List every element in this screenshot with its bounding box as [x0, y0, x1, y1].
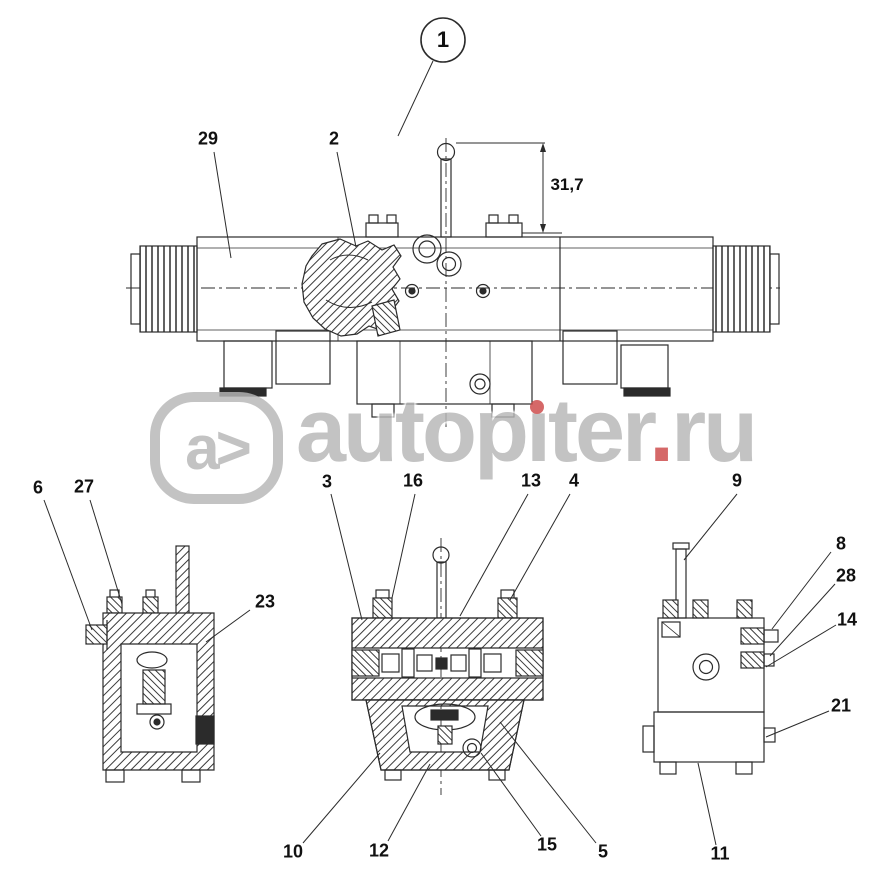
callout-3: 3 — [321, 471, 333, 492]
callout-29: 29 — [197, 128, 219, 149]
callout-11: 11 — [710, 843, 730, 864]
right-section-drawing — [642, 542, 779, 775]
middle-section-drawing — [351, 538, 544, 795]
callout-14: 14 — [836, 609, 858, 630]
callout-15: 15 — [536, 834, 558, 855]
callout-28: 28 — [835, 565, 857, 586]
figure-balloon — [397, 17, 466, 137]
callout-9: 9 — [731, 470, 743, 491]
callout-4: 4 — [568, 470, 580, 491]
callout-5: 5 — [597, 841, 609, 862]
leader-lines — [43, 151, 837, 846]
left-section-drawing — [85, 545, 215, 783]
main-assembly-drawing — [126, 138, 780, 428]
dimension-label: 31,7 — [550, 175, 584, 194]
callout-13: 13 — [520, 470, 542, 491]
callout-10: 10 — [282, 841, 304, 862]
figure-number: 1 — [436, 27, 450, 52]
callout-21: 21 — [830, 695, 852, 716]
callout-16: 16 — [402, 470, 424, 491]
callout-8: 8 — [835, 533, 847, 554]
callout-23: 23 — [254, 591, 276, 612]
callout-27: 27 — [73, 476, 95, 497]
callout-6: 6 — [32, 477, 44, 498]
callout-2: 2 — [328, 128, 340, 149]
callout-12: 12 — [368, 840, 390, 861]
